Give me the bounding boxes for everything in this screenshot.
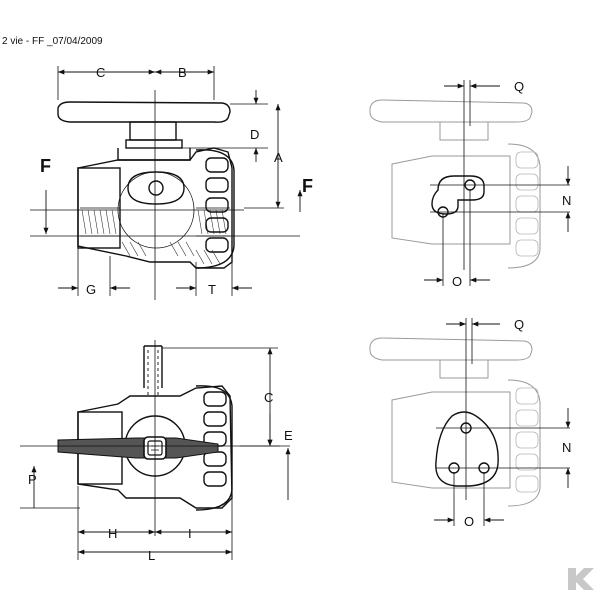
- dim-label-e: E: [284, 428, 293, 443]
- force-symbol-left: F: [40, 156, 51, 176]
- dim-label-n-bottom: N: [562, 440, 571, 455]
- dim-label-b: B: [178, 65, 187, 80]
- union-nut: [195, 149, 235, 269]
- dim-label-c-top-view: C: [264, 390, 273, 405]
- dim-label-o-top: O: [452, 274, 462, 289]
- dim-label-t: T: [208, 282, 216, 297]
- top-view: [20, 340, 291, 560]
- dim-label-p: P: [28, 472, 37, 487]
- flange-view-two-hole: [369, 80, 571, 286]
- dim-label-h: H: [108, 526, 117, 541]
- dim-label-i: I: [188, 526, 192, 541]
- brand-logo-icon: [568, 568, 594, 590]
- dim-label-c-front: C: [96, 65, 105, 80]
- dim-label-q-bottom: Q: [514, 317, 524, 332]
- dim-label-g: G: [86, 282, 96, 297]
- dim-label-n-top: N: [562, 193, 571, 208]
- dim-label-l: L: [148, 548, 155, 563]
- flange-view-three-hole: [369, 318, 571, 526]
- force-symbol-right: F: [302, 176, 313, 196]
- dim-label-o-bottom: O: [464, 514, 474, 529]
- dim-label-d: D: [250, 127, 259, 142]
- drawing-caption: 2 vie - FF _07/04/2009: [2, 36, 103, 47]
- front-view: [30, 66, 303, 300]
- dim-label-q-top: Q: [514, 79, 524, 94]
- dim-label-a: A: [274, 150, 283, 165]
- thread-left: [80, 207, 120, 237]
